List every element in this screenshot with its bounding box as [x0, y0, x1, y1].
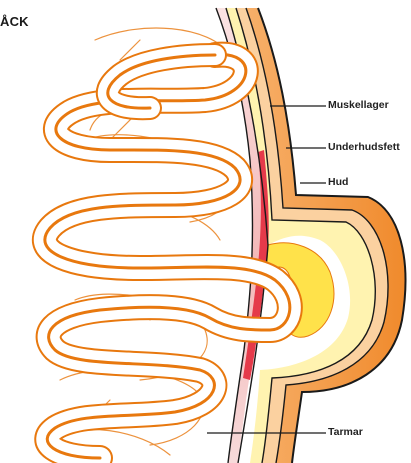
label-hud: Hud — [328, 176, 348, 188]
diagram-title-fragment: ÅCK — [0, 14, 29, 29]
label-tarmar: Tarmar — [328, 426, 363, 438]
label-underhudsfett: Underhudsfett — [328, 141, 400, 153]
label-muskellager: Muskellager — [328, 99, 389, 111]
